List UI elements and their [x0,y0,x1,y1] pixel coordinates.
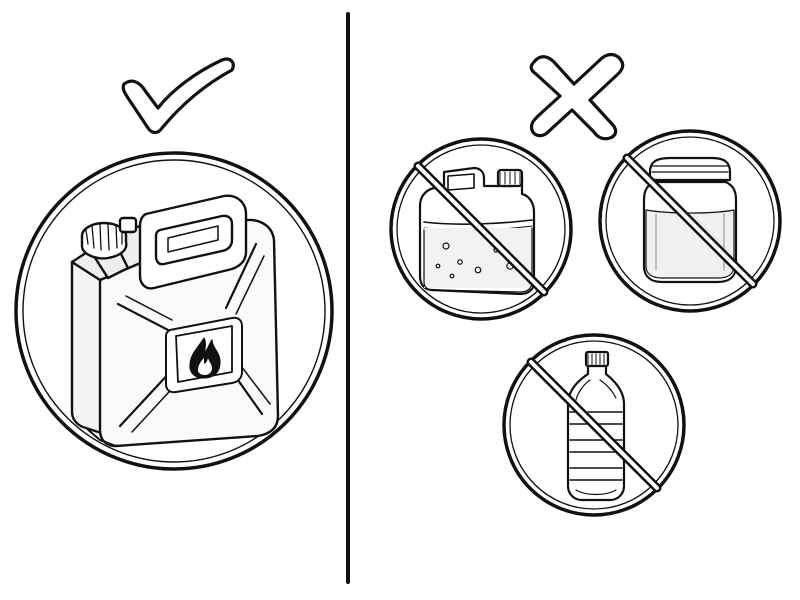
check-mark-icon [121,57,235,135]
prohibited-circle [598,129,782,313]
prohibited-plastic-jug [389,137,573,321]
jerrycan-icon [70,194,280,448]
prohibited-circle [502,333,686,517]
prohibited-glass-jar [598,129,782,313]
x-mark-icon [529,52,625,141]
approved-circle [14,151,334,471]
prohibited-panel [389,52,782,517]
prohibited-circle [389,137,573,321]
prohibited-plastic-bottle [502,333,686,517]
glass-jar-icon [642,156,738,284]
flame-icon [189,337,221,379]
approved-panel [14,57,334,471]
